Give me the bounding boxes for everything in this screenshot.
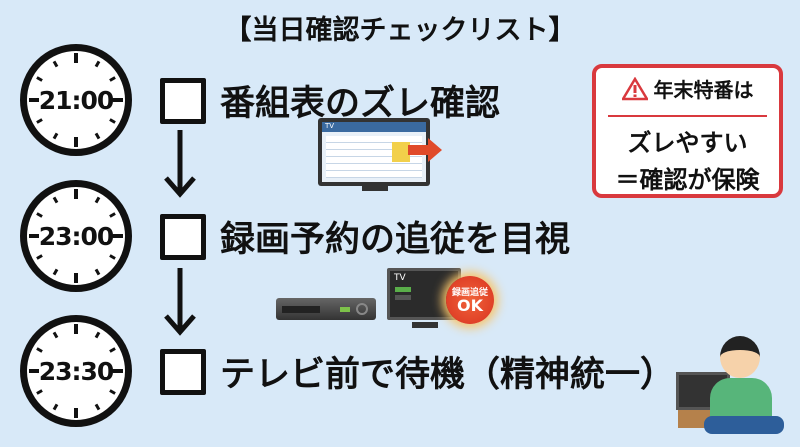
warning-line3: ＝確認が保険 — [615, 166, 760, 194]
tv-stand — [362, 186, 388, 191]
tv-stand — [412, 322, 438, 328]
clock-tick — [52, 196, 58, 203]
clock-tick — [52, 331, 58, 338]
clock-tick — [36, 212, 43, 218]
checkbox[interactable] — [160, 349, 206, 395]
clock-tick — [74, 273, 78, 283]
clock-tick — [113, 98, 123, 102]
clock-tick — [113, 369, 123, 373]
tv2-label: TV — [394, 273, 406, 283]
clock-tick — [52, 404, 58, 411]
arrow-down-icon — [164, 130, 196, 198]
badge-line1: 録画追従 — [451, 288, 488, 298]
page-title: 【当日確認チェックリスト】 — [224, 15, 576, 46]
arrow-right-icon — [408, 138, 442, 162]
clock-tick — [29, 234, 39, 238]
recording-ok-badge: 録画追従 OK — [446, 276, 494, 324]
clock-tick — [36, 76, 43, 82]
clock-tick — [74, 137, 78, 147]
clock-tick — [52, 269, 58, 276]
clock-time: 23:30 — [38, 356, 114, 386]
clock-time: 21:00 — [38, 85, 114, 115]
warning-line1: 年末特番は — [653, 78, 754, 102]
clock-time: 23:00 — [38, 221, 114, 251]
checklist-item-label: 録画予約の追従を目視 — [220, 220, 571, 260]
recorder-illustration — [276, 298, 376, 320]
person-illustration — [704, 336, 786, 436]
checklist-item-label: 番組表のズレ確認 — [220, 84, 501, 124]
clock-tick — [94, 404, 100, 411]
clock-tick — [74, 408, 78, 418]
clock-tick — [109, 76, 116, 82]
clock-tick — [94, 331, 100, 338]
divider — [608, 115, 767, 117]
clock-tick — [74, 189, 78, 199]
clock-tick — [29, 369, 39, 373]
clock-tick — [94, 196, 100, 203]
badge-line2: OK — [457, 296, 483, 315]
warning-line2: ズレやすい — [627, 129, 748, 157]
clock-tick — [94, 133, 100, 140]
clock-tick — [109, 118, 116, 124]
clock-tick — [74, 53, 78, 63]
clock-tick — [109, 254, 116, 260]
clock-tick — [36, 254, 43, 260]
clock-tick — [52, 133, 58, 140]
clock-tick — [109, 389, 116, 395]
clock-tick — [113, 234, 123, 238]
clock-tick — [36, 347, 43, 353]
clock-icon: 21:00 — [20, 44, 132, 156]
clock-tick — [29, 98, 39, 102]
checkbox[interactable] — [160, 78, 206, 124]
clock-icon: 23:00 — [20, 180, 132, 292]
clock-tick — [94, 269, 100, 276]
warning-box: 年末特番は ズレやすい ＝確認が保険 — [592, 64, 783, 198]
clock-tick — [36, 389, 43, 395]
clock-tick — [36, 118, 43, 124]
warning-triangle-icon — [621, 76, 648, 100]
checkbox[interactable] — [160, 214, 206, 260]
arrow-down-icon — [164, 268, 196, 336]
clock-tick — [52, 60, 58, 67]
clock-tick — [74, 324, 78, 334]
clock-icon: 23:30 — [20, 315, 132, 427]
clock-tick — [109, 212, 116, 218]
clock-tick — [109, 347, 116, 353]
checklist-item-label: テレビ前で待機（精神統一） — [220, 355, 676, 395]
tv-label: TV — [322, 122, 426, 132]
clock-tick — [94, 60, 100, 67]
